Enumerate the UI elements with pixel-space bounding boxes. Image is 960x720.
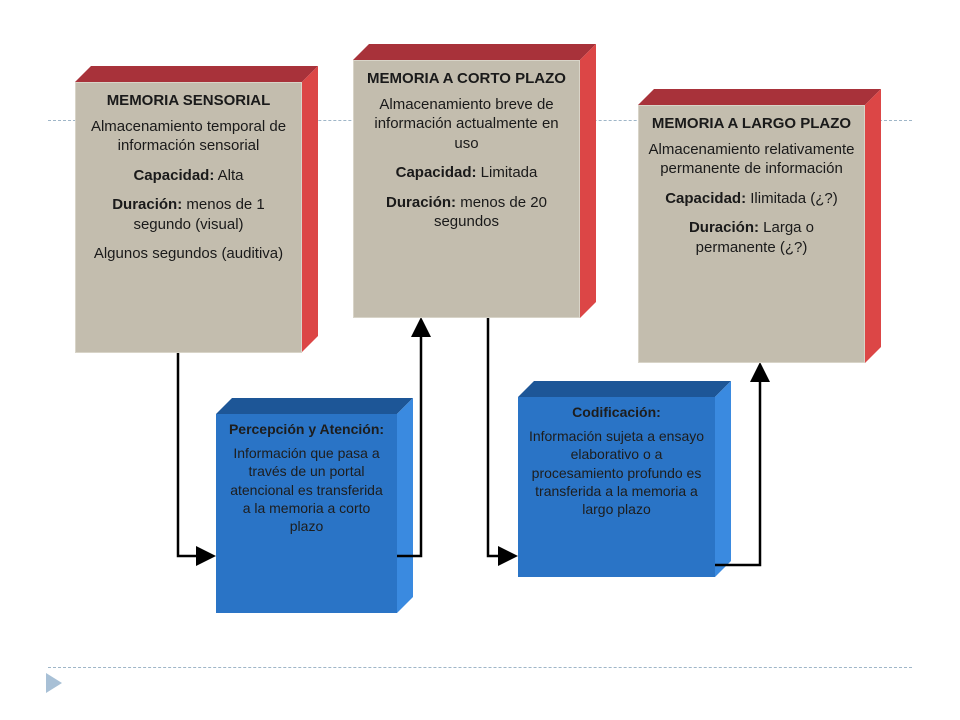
memoria-corto-plazo-box: MEMORIA A CORTO PLAZO Almacenamiento bre… [353, 60, 580, 318]
memoria-largo-plazo-box: MEMORIA A LARGO PLAZO Almacenamiento rel… [638, 105, 865, 363]
percepcion-atencion-desc: Información que pasa a través de un port… [230, 445, 383, 534]
percepcion-atencion-title: Percepción y Atención: [228, 421, 385, 437]
memoria-sensorial-capacity: Capacidad: Alta [133, 166, 244, 184]
memoria-sensorial-box: MEMORIA SENSORIAL Almacenamiento tempora… [75, 82, 302, 353]
guide-line-bottom [48, 667, 912, 668]
memoria-sensorial-desc: Almacenamiento temporal de información s… [90, 117, 287, 155]
memoria-sensorial-extra: Algunos segundos (auditiva) [93, 245, 284, 262]
codificacion-box-side [715, 381, 731, 577]
memoria-largo-plazo-desc: Almacenamiento relativamente permanente … [648, 140, 855, 178]
codificacion-box-top [518, 381, 731, 397]
arrow-codificacion-to-largo [715, 362, 770, 567]
memoria-largo-plazo-capacity: Capacidad: Ilimitada (¿?) [665, 189, 838, 207]
percepcion-atencion-box: Percepción y Atención: Información que p… [216, 414, 397, 613]
sensorial-box-top [75, 66, 318, 82]
memoria-sensorial-title: MEMORIA SENSORIAL [106, 92, 271, 109]
memoria-corto-plazo-capacity: Capacidad: Limitada [395, 164, 538, 181]
memoria-corto-plazo-duration: Duración: menos de 20 segundos [386, 193, 547, 231]
codificacion-box: Codificación: Información sujeta a ensay… [518, 397, 715, 577]
arrow-sensorial-to-percepcion [176, 353, 216, 566]
memoria-sensorial-duration: Duración: menos de 1 segundo (visual) [112, 196, 265, 233]
memoria-corto-plazo-title: MEMORIA A CORTO PLAZO [367, 70, 566, 87]
memoria-corto-plazo-desc: Almacenamiento breve de información actu… [374, 95, 559, 152]
arrow-corto-to-codificacion [486, 318, 518, 566]
arrow-percepcion-to-corto [397, 317, 431, 558]
memoria-largo-plazo-title: MEMORIA A LARGO PLAZO [651, 115, 852, 132]
percepcion-box-top [216, 398, 413, 414]
largo-box-side [865, 89, 881, 363]
memoria-largo-plazo-duration: Duración: Larga o permanente (¿?) [688, 219, 815, 256]
play-icon [46, 673, 62, 693]
percepcion-box-side [397, 398, 413, 613]
codificacion-title: Codificación: [572, 404, 661, 420]
corto-box-side [580, 44, 596, 318]
sensorial-box-side [302, 66, 318, 352]
corto-box-top [353, 44, 596, 60]
codificacion-desc: Información sujeta a ensayo elaborativo … [528, 428, 705, 517]
largo-box-top [638, 89, 881, 105]
